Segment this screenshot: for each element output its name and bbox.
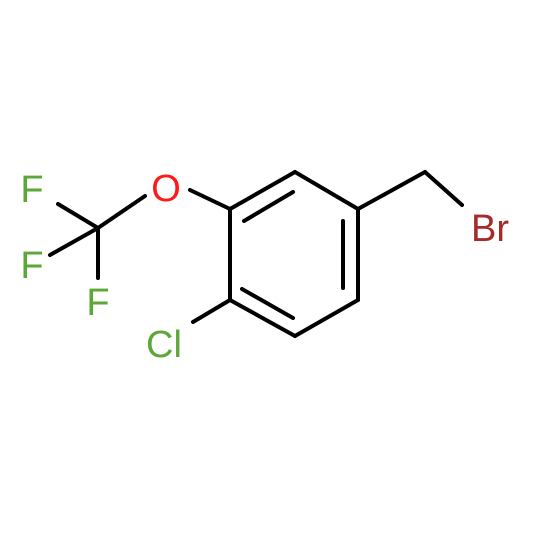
atom-label-f2: F xyxy=(20,245,43,287)
ring-bond-c4-c5-inner xyxy=(240,287,295,320)
bond-ch2-br xyxy=(423,170,464,207)
atom-label-f3: F xyxy=(86,282,109,324)
bond-ring-cl xyxy=(191,298,232,324)
bond-ring-ch2 xyxy=(356,170,427,211)
atom-label-br: Br xyxy=(471,208,509,250)
bond-ring-o xyxy=(188,188,232,211)
ring-bond-c3-c4 xyxy=(293,298,360,338)
atom-label-o: O xyxy=(151,168,181,210)
atom-label-cl: Cl xyxy=(146,324,182,366)
ring-bond-c6-c1-inner xyxy=(242,190,295,223)
ring-bond-c4-c5 xyxy=(228,298,297,338)
bond-c-f1 xyxy=(56,202,100,230)
ring-bond-c1-c2 xyxy=(293,170,360,211)
bond-c-f2 xyxy=(48,226,100,257)
ring-bond-c6-c1 xyxy=(228,170,297,211)
atom-label-f1: F xyxy=(20,169,43,211)
bond-o-cf3 xyxy=(96,194,147,230)
